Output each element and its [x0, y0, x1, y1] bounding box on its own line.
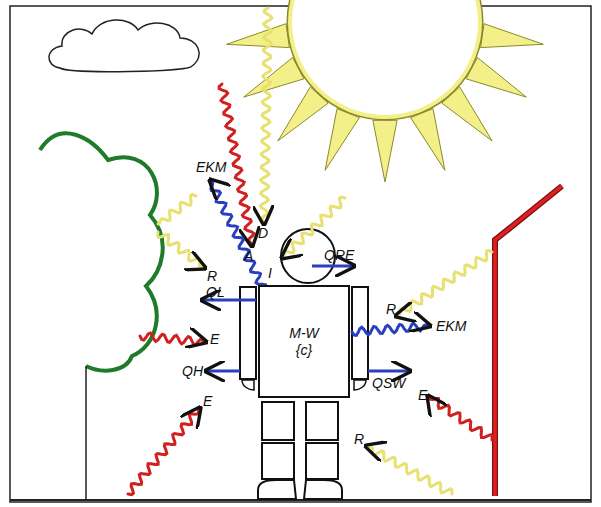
tree [40, 133, 163, 370]
sun-ray [325, 109, 359, 171]
symbol-label: QRE [324, 248, 354, 262]
symbol-label: D [258, 226, 268, 240]
leg [262, 443, 294, 479]
emission-wave [210, 180, 266, 290]
leg [262, 402, 294, 440]
emission-wave [428, 396, 492, 440]
sun-edge [290, 0, 480, 117]
symbol-label: EKM [436, 319, 466, 333]
hand [354, 380, 366, 390]
emission-wave [128, 408, 200, 495]
cloud [49, 20, 199, 72]
leg [306, 402, 338, 440]
symbol-label: EKM [196, 160, 226, 174]
reflected-radiation-wave [158, 232, 205, 268]
heat-flow-arrow [206, 370, 240, 373]
sun-ray [466, 58, 526, 98]
emission-wave [352, 323, 430, 335]
sun-ray [373, 120, 397, 182]
heat-flow-arrow [368, 370, 410, 373]
sun-ray [227, 24, 290, 48]
node-text: M-W [289, 325, 319, 342]
sun [290, 0, 480, 117]
sun-ray [244, 58, 304, 98]
symbol-label: A [244, 249, 253, 263]
tree-trunk [85, 366, 87, 500]
symbol-label: QL [206, 285, 225, 299]
house-wall [495, 186, 562, 496]
sun-ray [411, 109, 445, 171]
frame [10, 6, 591, 502]
symbol-label: E [210, 332, 219, 346]
leg [306, 443, 338, 479]
ground [10, 499, 591, 501]
symbol-label: I [268, 266, 272, 280]
foot [304, 480, 342, 499]
foot [258, 480, 296, 499]
torso-box: M-W{c} [258, 285, 350, 398]
node-text: {c} [296, 342, 312, 359]
symbol-label: R [207, 269, 217, 283]
sun-ray [481, 24, 544, 48]
diffuse-radiation-wave [260, 8, 271, 224]
symbol-label: R [354, 432, 364, 446]
house-wall [495, 186, 562, 496]
symbol-label: QSW [372, 376, 405, 390]
heat-flow-arrow [312, 265, 354, 268]
reflected-radiation-wave [158, 195, 196, 225]
symbol-label: QH [182, 364, 203, 378]
symbol-label: E [203, 394, 212, 408]
emission-wave [140, 333, 206, 345]
hand [242, 380, 254, 390]
reflected-radiation-wave [396, 250, 492, 316]
reflected-radiation-wave [366, 446, 452, 494]
symbol-label: R [386, 302, 396, 316]
symbol-label: E [418, 388, 427, 402]
